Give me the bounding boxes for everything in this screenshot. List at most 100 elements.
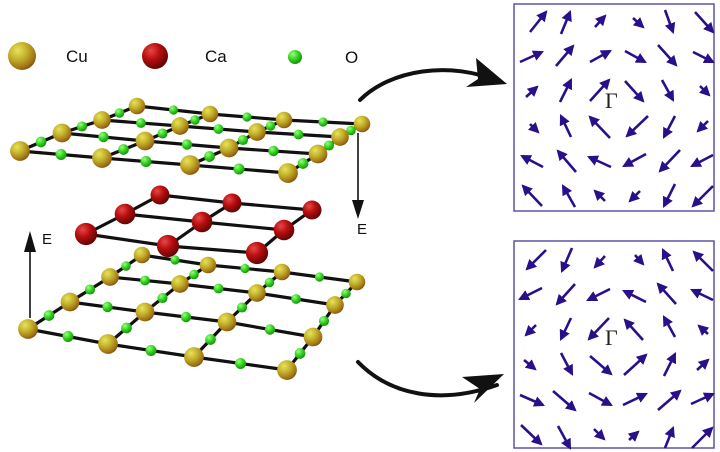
arrowhead-up-icon <box>24 231 36 252</box>
bond <box>166 244 259 255</box>
ca-atom <box>245 241 269 265</box>
spin-arrow-icon <box>589 78 611 102</box>
cu-atom <box>135 131 155 151</box>
ca-atom <box>191 211 213 233</box>
spin-arrow-icon <box>662 352 677 377</box>
o-atom <box>145 345 157 356</box>
ca-atom <box>150 185 170 205</box>
cu-atom <box>18 319 38 339</box>
spin-arrow-icon <box>658 149 681 173</box>
o-atom <box>323 140 335 151</box>
spin-arrow-icon <box>561 184 577 208</box>
spin-arrow-icon <box>520 424 543 446</box>
o-atom <box>118 144 129 155</box>
spin-arrow-icon <box>559 352 574 376</box>
o-atom <box>55 149 67 160</box>
spin-arrow-icon <box>559 9 572 35</box>
spin-arrow-icon <box>697 324 710 336</box>
o-atom <box>168 105 179 115</box>
spin-arrow-icon <box>525 85 539 98</box>
spin-arrow-icon <box>588 391 613 407</box>
o-atom <box>314 272 325 282</box>
spin-arrow-icon <box>623 353 648 376</box>
cu-atom <box>101 268 119 286</box>
spin-arrow-icon <box>624 80 645 103</box>
o-atom <box>297 158 309 169</box>
spin-arrow-icon <box>622 152 647 168</box>
ca-atom-icon <box>142 43 168 69</box>
cu-atom <box>92 148 112 168</box>
spin-arrow-icon <box>661 248 675 272</box>
curved-arrow-top <box>358 58 507 102</box>
cu-atom <box>10 141 30 161</box>
o-atom <box>136 118 146 128</box>
spin-arrow-icon <box>662 115 677 139</box>
o-atom <box>346 125 356 136</box>
o-atom <box>291 294 301 304</box>
spin-arrow-icon <box>690 392 715 406</box>
cu-atom <box>201 105 219 123</box>
cu-atom <box>171 117 189 135</box>
spin-arrow-icon <box>696 120 709 133</box>
spin-arrow-icon <box>587 317 610 341</box>
o-atom <box>98 131 109 143</box>
cu-atom <box>278 163 298 183</box>
spin-arrow-icon <box>559 317 573 341</box>
spin-arrow-icon <box>692 250 714 272</box>
spin-arrow-icon <box>593 428 606 441</box>
o-atom <box>189 269 199 280</box>
o-atom <box>62 331 74 342</box>
spin-arrow-icon <box>555 44 575 67</box>
o-atom <box>121 322 132 334</box>
spin-arrows-bottom <box>518 247 715 450</box>
spin-arrow-icon <box>622 289 647 304</box>
cu-atom <box>248 284 266 302</box>
o-atom <box>204 151 215 162</box>
spin-arrow-icon <box>555 283 576 306</box>
gamma-point-label-bottom: Γ <box>605 325 618 350</box>
o-atom <box>268 145 279 157</box>
spin-arrow-icon <box>587 155 612 169</box>
o-atom <box>213 283 224 294</box>
bond <box>84 232 170 248</box>
cu-atom <box>60 292 80 312</box>
cu-atom <box>353 115 371 133</box>
cu-atom <box>217 312 237 332</box>
spin-arrow-icon <box>656 282 677 305</box>
o-atom <box>157 292 168 304</box>
cu-atom <box>98 334 118 354</box>
cu-atom <box>128 97 146 115</box>
ca-plane <box>74 185 322 265</box>
ca-atom <box>302 200 322 220</box>
spin-arrow-icon <box>558 78 573 103</box>
spin-arrow-icon <box>559 114 573 138</box>
cu-atom <box>273 263 291 281</box>
curved-arrowhead-top-icon <box>466 58 507 87</box>
legend-label-o: O <box>345 48 358 67</box>
o-atom <box>205 334 216 345</box>
spin-arrow-icon <box>519 393 546 407</box>
ca-atom <box>156 234 180 258</box>
spin-arrows-top <box>519 9 715 208</box>
spin-arrow-icon <box>622 392 648 407</box>
bond <box>158 193 234 205</box>
o-atom <box>180 311 192 323</box>
cu-atom <box>248 123 266 141</box>
top-cuo2-plane <box>10 97 371 183</box>
spin-arrow-icon <box>698 84 711 97</box>
arrowhead-down-icon <box>352 200 364 219</box>
spin-arrow-icon <box>625 115 649 138</box>
spin-arrow-icon <box>519 50 544 64</box>
o-atom <box>84 284 96 295</box>
cu-atom <box>303 327 323 347</box>
legend-label-ca: Ca <box>205 47 227 66</box>
spin-arrow-icon <box>586 287 611 302</box>
spin-arrow-icon <box>662 315 677 338</box>
gamma-point-label-top: Γ <box>605 88 618 113</box>
o-atom <box>294 348 306 359</box>
field-label-bottom: E <box>42 231 52 248</box>
spin-arrow-icon <box>518 286 543 301</box>
o-atom <box>237 134 249 146</box>
